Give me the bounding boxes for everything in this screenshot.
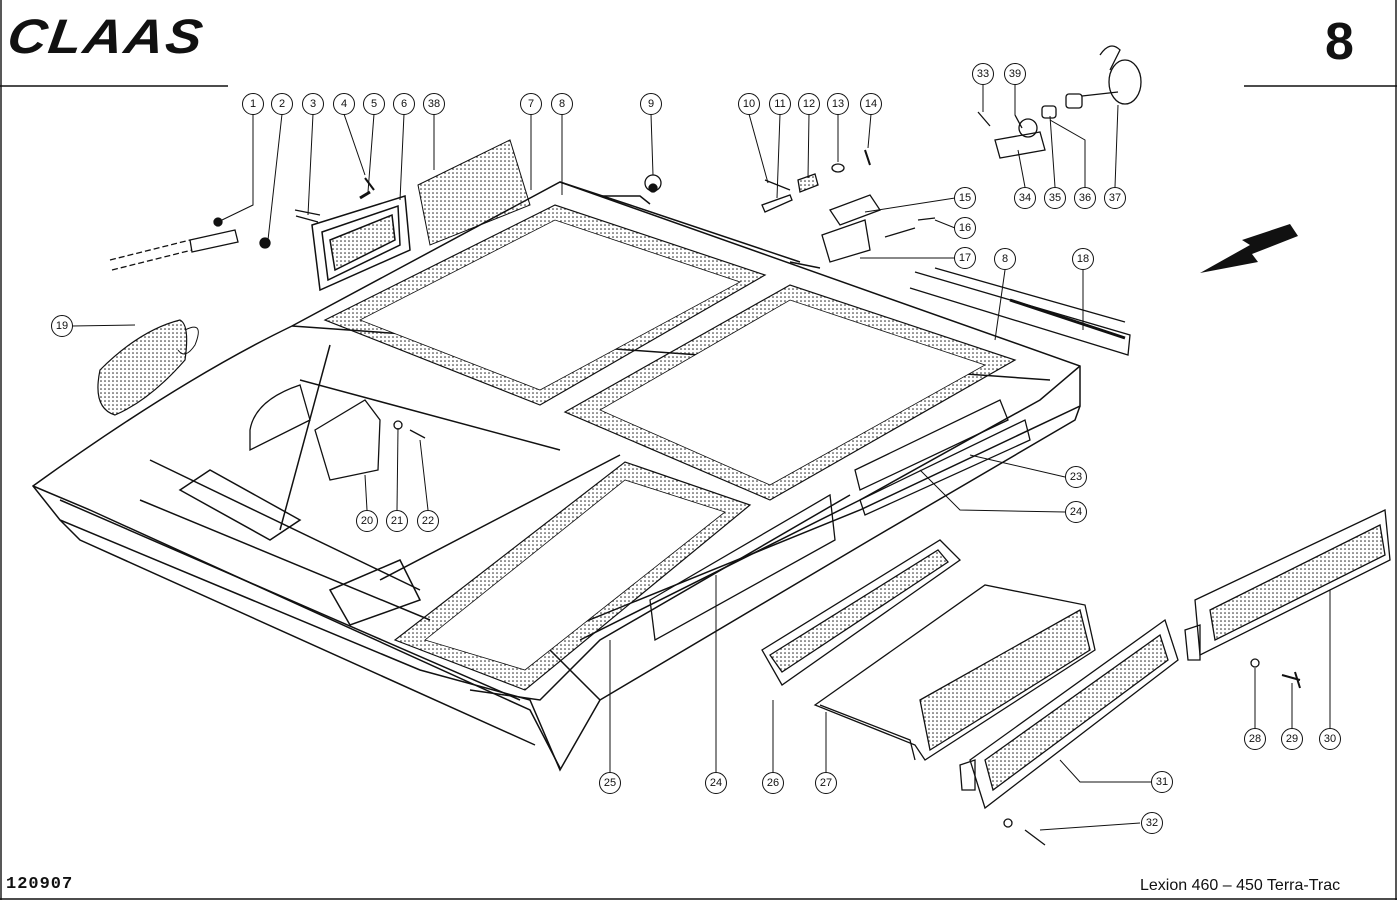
- callout-14: 14: [860, 93, 882, 115]
- callout-33: 33: [972, 63, 994, 85]
- cover-plate-19: [97, 319, 188, 416]
- callout-3: 3: [302, 93, 324, 115]
- callout-18: 18: [1072, 248, 1094, 270]
- bracket-20: [249, 384, 426, 481]
- callout-28: 28: [1244, 728, 1266, 750]
- callout-17: 17: [954, 247, 976, 269]
- callout-22: 22: [417, 510, 439, 532]
- rail-18: [909, 267, 1131, 356]
- callout-6: 6: [393, 93, 415, 115]
- callout-5: 5: [363, 93, 385, 115]
- callout-8: 8: [551, 93, 573, 115]
- callout-12: 12: [798, 93, 820, 115]
- callout-37: 37: [1104, 187, 1126, 209]
- callout-30: 30: [1319, 728, 1341, 750]
- callout-21: 21: [386, 510, 408, 532]
- callout-8-right: 8: [994, 248, 1016, 270]
- callout-24-bottom: 24: [705, 772, 727, 794]
- callout-31: 31: [1151, 771, 1173, 793]
- callout-2: 2: [271, 93, 293, 115]
- callout-32: 32: [1141, 812, 1163, 834]
- page-number: 8: [1325, 13, 1354, 71]
- callout-13: 13: [827, 93, 849, 115]
- callout-7: 7: [520, 93, 542, 115]
- hatch-frame-6: [311, 195, 411, 292]
- callout-38: 38: [423, 93, 445, 115]
- callout-9: 9: [640, 93, 662, 115]
- pin-assembly: [977, 45, 1142, 159]
- callout-36: 36: [1074, 187, 1096, 209]
- callout-23: 23: [1065, 466, 1087, 488]
- roof-glass-panels: [97, 139, 1017, 691]
- callout-29: 29: [1281, 728, 1303, 750]
- cab-roof-frame: [31, 181, 1081, 772]
- callout-24-right: 24: [1065, 501, 1087, 523]
- model-label: Lexion 460 – 450 Terra-Trac: [1140, 877, 1341, 894]
- callout-4: 4: [333, 93, 355, 115]
- callout-1: 1: [242, 93, 264, 115]
- callout-34: 34: [1014, 187, 1036, 209]
- handle-assembly: [109, 177, 375, 271]
- leader-lines: [71, 85, 1331, 831]
- arrow-left-down-icon: [1200, 224, 1298, 273]
- callout-15: 15: [954, 187, 976, 209]
- callout-10: 10: [738, 93, 760, 115]
- latch-assembly: [644, 149, 936, 263]
- grille-38: [417, 139, 531, 246]
- callout-25: 25: [599, 772, 621, 794]
- drawing-number: 120907: [6, 875, 74, 894]
- callout-11: 11: [769, 93, 791, 115]
- callout-19: 19: [51, 315, 73, 337]
- callout-16: 16: [954, 217, 976, 239]
- callout-39: 39: [1004, 63, 1026, 85]
- callout-35: 35: [1044, 187, 1066, 209]
- brand-logo: CLAAS: [4, 10, 208, 65]
- callout-27: 27: [815, 772, 837, 794]
- side-vent-panels: [649, 399, 1096, 761]
- callout-26: 26: [762, 772, 784, 794]
- callout-20: 20: [356, 510, 378, 532]
- vent-grilles: [959, 509, 1391, 846]
